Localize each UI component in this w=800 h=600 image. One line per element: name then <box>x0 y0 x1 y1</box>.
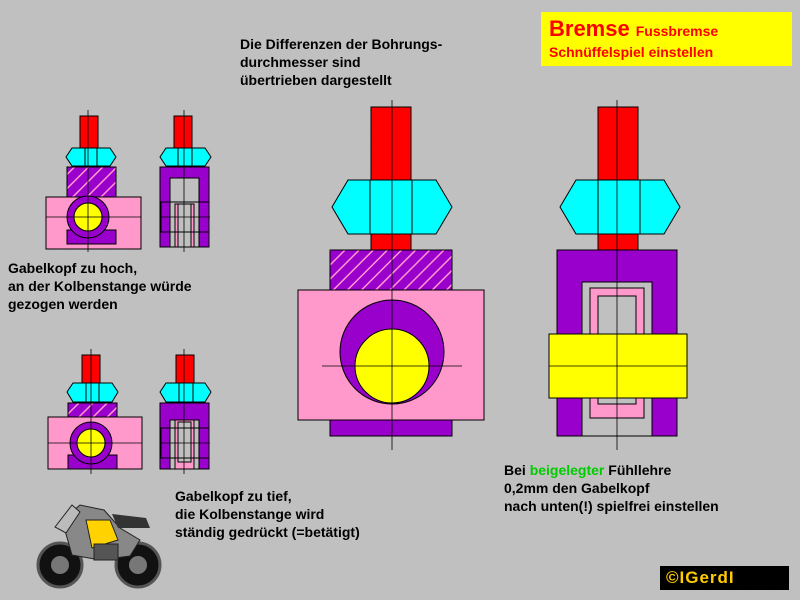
copyright-badge: ©IGerdI <box>660 566 789 590</box>
instruction-line2: 0,2mm den Gabelkopf <box>504 480 650 496</box>
instruction: Bei beigelegter Fühllehre 0,2mm den Gabe… <box>504 461 719 515</box>
note-line: Die Differenzen der Bohrungs- <box>240 36 443 52</box>
fork-head-section <box>67 402 118 418</box>
title-line2: Schnüffelspiel einstellen <box>549 44 714 60</box>
note-top: Die Differenzen der Bohrungs- durchmesse… <box>240 35 442 89</box>
assembly-high-side <box>159 110 212 252</box>
piston-rod <box>370 106 412 188</box>
caption-line: gezogen werden <box>8 296 118 312</box>
assembly-correct-side <box>548 100 688 450</box>
assembly-low-side <box>159 349 212 474</box>
assembly-high-front <box>45 110 142 252</box>
caption-line: die Kolbenstange wird <box>175 506 325 522</box>
lock-nut <box>65 147 117 167</box>
caption-line: Gabelkopf zu tief, <box>175 488 292 504</box>
instruction-line1: Bei beigelegter Fühllehre <box>504 461 719 479</box>
fork-head-bottom <box>329 419 453 437</box>
lock-nut <box>159 147 212 167</box>
motorcycle-icon <box>36 504 162 589</box>
instruction-highlight: beigelegter <box>529 462 605 478</box>
instruction-suffix: Fühllehre <box>604 462 672 478</box>
lock-nut <box>66 382 119 403</box>
fork-head-section <box>66 166 117 198</box>
lock-nut <box>559 179 681 235</box>
instruction-line3: nach unten(!) spielfrei einstellen <box>504 498 719 514</box>
lock-nut <box>159 382 212 403</box>
piston-rod <box>173 115 193 151</box>
title-main: Bremse <box>549 16 630 41</box>
caption-line: ständig gedrückt (=betätigt) <box>175 524 360 540</box>
caption-line: an der Kolbenstange würde <box>8 278 192 294</box>
piston-rod <box>79 115 99 151</box>
note-line: übertrieben dargestellt <box>240 72 392 88</box>
caption-high: Gabelkopf zu hoch, an der Kolbenstange w… <box>8 259 192 313</box>
assembly-correct-front <box>297 100 485 450</box>
note-line: durchmesser sind <box>240 54 361 70</box>
caption-low: Gabelkopf zu tief, die Kolbenstange wird… <box>175 487 360 541</box>
instruction-prefix: Bei <box>504 462 530 478</box>
piston-rod <box>175 354 195 386</box>
caption-line: Gabelkopf zu hoch, <box>8 260 138 276</box>
piston-rod <box>597 106 639 188</box>
title-box: Bremse Fussbremse Schnüffelspiel einstell… <box>541 12 792 66</box>
assembly-low-front <box>47 349 143 474</box>
title-sub: Fussbremse <box>635 23 719 39</box>
fork-head-section <box>329 249 453 291</box>
